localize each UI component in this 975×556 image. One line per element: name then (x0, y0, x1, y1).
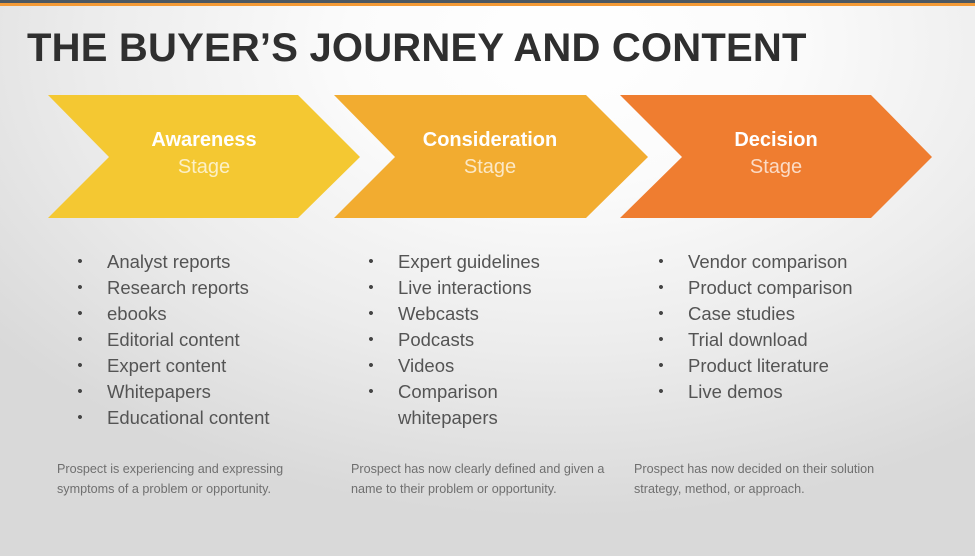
decision-stage-label: Decision Stage (651, 128, 901, 182)
list-item-text: Trial download (688, 329, 808, 350)
list-item-text: Expert guidelines (398, 251, 540, 272)
bullet-icon: • (77, 383, 83, 400)
list-item-text: Vendor comparison (688, 251, 848, 272)
list-item: • Videos (366, 353, 586, 379)
list-item-text: Comparison whitepapers (398, 381, 498, 428)
decision-chevron (620, 95, 932, 218)
bullet-icon: • (368, 331, 374, 348)
bullet-icon: • (658, 383, 664, 400)
awareness-description: Prospect is experiencing and expressing … (57, 462, 284, 496)
list-item-text: Videos (398, 355, 455, 376)
bullet-icon: • (77, 357, 83, 374)
stage-name: Consideration (422, 129, 558, 151)
bullet-icon: • (658, 279, 664, 296)
list-item-text: Product comparison (688, 277, 853, 298)
bullet-icon: • (77, 409, 83, 426)
list-item-text: Case studies (688, 303, 795, 324)
list-item: • Product comparison (656, 275, 916, 301)
list-item: • Expert content (75, 353, 335, 379)
list-item-text: Whitepapers (107, 381, 211, 402)
stage-suffix: Stage (177, 156, 231, 178)
top-accent-bar (0, 0, 975, 3)
stage-name: Decision (734, 129, 818, 151)
list-item: • Live interactions (366, 275, 586, 301)
list-item-text: Live demos (688, 381, 783, 402)
list-item: • Case studies (656, 301, 916, 327)
list-item: • Research reports (75, 275, 335, 301)
bullet-icon: • (368, 279, 374, 296)
bullet-icon: • (77, 279, 83, 296)
list-item: • Podcasts (366, 327, 586, 353)
list-item: • Trial download (656, 327, 916, 353)
list-item: • Webcasts (366, 301, 586, 327)
bullet-icon: • (77, 305, 83, 322)
bullet-icon: • (77, 331, 83, 348)
bullet-icon: • (77, 253, 83, 270)
bullet-icon: • (368, 305, 374, 322)
list-item-text: Educational content (107, 407, 270, 428)
stage-suffix: Stage (749, 156, 803, 178)
list-item-text: Webcasts (398, 303, 479, 324)
decision-description: Prospect has now decided on their soluti… (634, 462, 875, 496)
list-item: • ebooks (75, 301, 335, 327)
list-item: • Live demos (656, 379, 916, 405)
decision-content-list: • Vendor comparison • Product comparison • Ca… (656, 249, 916, 405)
bullet-icon: • (368, 383, 374, 400)
stage-name: Awareness (151, 129, 257, 151)
consideration-chevron (334, 95, 648, 218)
list-item: • Editorial content (75, 327, 335, 353)
bullet-icon: • (658, 253, 664, 270)
list-item-text: Editorial content (107, 329, 240, 350)
awareness-content-list: • Analyst reports • Research reports • ebooks… (75, 249, 335, 431)
consideration-content-list: • Expert guidelines • Live interactions • Web… (366, 249, 586, 431)
list-item: • Vendor comparison (656, 249, 916, 275)
list-item-text: Live interactions (398, 277, 532, 298)
list-item-text: Analyst reports (107, 251, 231, 272)
list-item: • Comparison whitepapers (366, 379, 586, 431)
list-item-text: Podcasts (398, 329, 475, 350)
bullet-icon: • (368, 357, 374, 374)
consideration-description: Prospect has now clearly defined and giv… (351, 462, 605, 496)
awareness-chevron (48, 95, 360, 218)
list-item: • Analyst reports (75, 249, 335, 275)
list-item: • Educational content (75, 405, 335, 431)
list-item: • Expert guidelines (366, 249, 586, 275)
awareness-stage-label: Awareness Stage (79, 128, 329, 182)
list-item-text: ebooks (107, 303, 167, 324)
list-item-text: Expert content (107, 355, 227, 376)
bullet-icon: • (658, 357, 664, 374)
consideration-stage-label: Consideration Stage (365, 128, 615, 182)
bullet-icon: • (658, 331, 664, 348)
stage-suffix: Stage (463, 156, 517, 178)
list-item: • Whitepapers (75, 379, 335, 405)
list-item-text: Product literature (688, 355, 829, 376)
list-item-text: Research reports (107, 277, 249, 298)
bullet-icon: • (658, 305, 664, 322)
bullet-icon: • (368, 253, 374, 270)
page-title: THE BUYER’S JOURNEY AND CONTENT (27, 26, 807, 70)
list-item: • Product literature (656, 353, 916, 379)
top-accent-line (0, 3, 975, 6)
